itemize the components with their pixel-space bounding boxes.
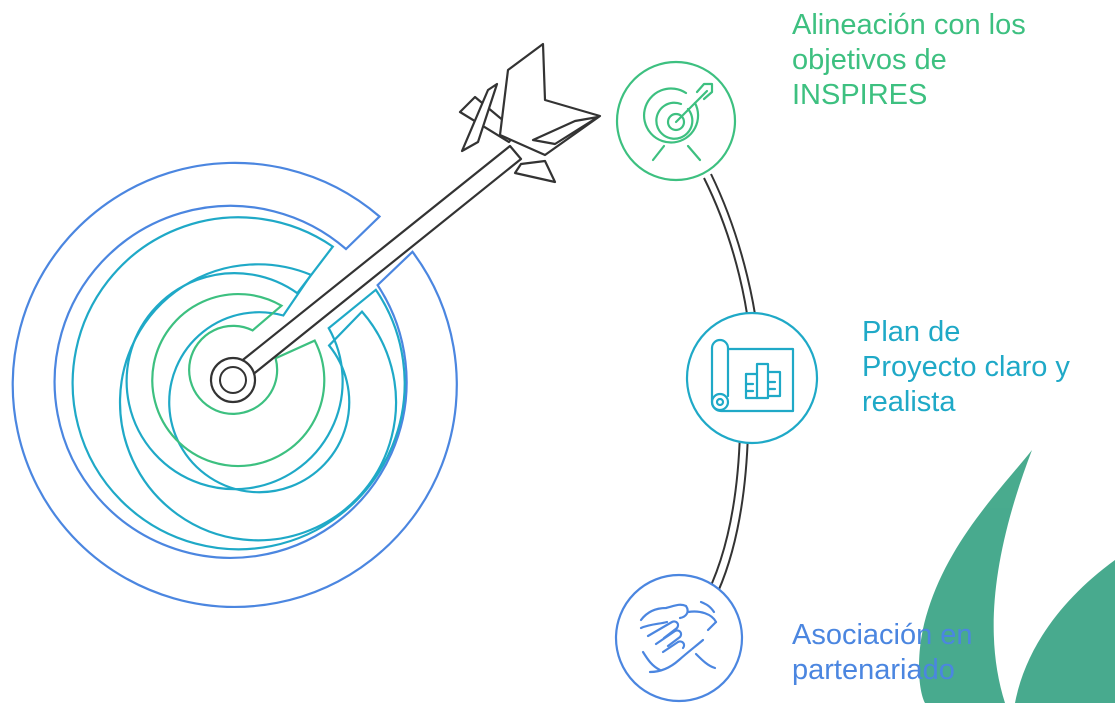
target-ring-inner [151, 292, 326, 468]
step-1-label-line: Alineación con los [792, 9, 1026, 41]
target-ring-outer [11, 161, 458, 608]
step-1-label: Alineación con los objetivos de INSPIRES [792, 8, 1026, 113]
step-2-label-line: Proyecto claro y [862, 351, 1070, 383]
arrow [209, 42, 602, 404]
step-1-label-line: objetivos de [792, 44, 947, 76]
handshake-icon [639, 600, 718, 674]
step-3-icon-group [614, 573, 744, 703]
step-2-label-line: Plan de [862, 316, 961, 348]
step-3-label: Asociación en partenariado [792, 618, 973, 688]
arrow-feather-left [460, 82, 499, 153]
step-2-label-line: realista [862, 386, 956, 418]
step-3-label-line: partenariado [792, 654, 955, 686]
blueprint-plan-icon [710, 338, 795, 413]
target-ring-2 [118, 263, 398, 542]
target-ring-3 [71, 216, 406, 551]
arrow-nock-back [531, 115, 600, 146]
step-2-circle [685, 311, 819, 445]
target-bullseye-inner [219, 366, 247, 394]
step-2-icon-group [685, 311, 819, 445]
step-2-label: Plan de Proyecto claro y realista [862, 315, 1070, 420]
arrow-fletching-bottom [513, 159, 557, 184]
target-rings [11, 161, 458, 608]
step-1-label-line: INSPIRES [792, 79, 928, 111]
arrow-shaft [237, 144, 523, 378]
step-3-label-line: Asociación en [792, 619, 973, 651]
step-1-icon-group [615, 60, 737, 182]
target-arrow-icon [642, 82, 714, 162]
watermark-leaf [919, 450, 1115, 703]
